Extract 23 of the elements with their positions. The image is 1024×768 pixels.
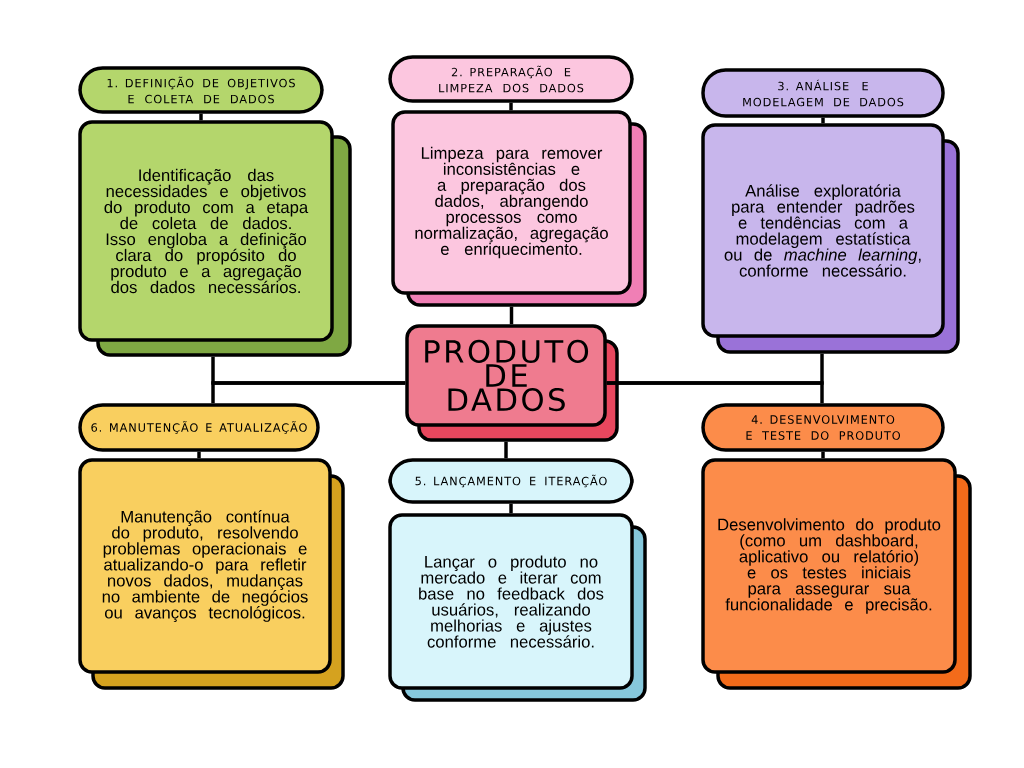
- description-card: Identificação das necessidades e objetivos do produto com a etapa de coleta de dados. Isso engloba a definição clara do propósito do produto e a agregação dos dados necessários.: [78, 120, 352, 357]
- connector-line: [821, 451, 825, 459]
- step-heading: 6. MANUTENÇÃO E ATUALIZAÇÃO: [78, 403, 320, 452]
- step-heading: 1. DEFINIÇÃO DE OBJETIVOS E COLETA DE DADOS: [78, 66, 324, 114]
- connector-line: [211, 381, 406, 404]
- description-card: Lançar o produto no mercado e iterar com base no feedback dos usuários, realizando melhorias e ajustes conforme necessário.: [388, 513, 647, 702]
- title-card: PRODUTO DE DADOS: [405, 324, 619, 442]
- connector-line: [821, 117, 825, 124]
- step-heading: 5. LANÇAMENTO E ITERAÇÃO: [388, 458, 634, 504]
- step-heading: 2. PREPARAÇÃO E LIMPEZA DOS DADOS: [388, 55, 634, 103]
- connector-line: [509, 503, 513, 514]
- connector-line: [504, 441, 508, 459]
- step-heading: 4. DESENVOLVIMENTO E TESTE DO PRODUTO: [701, 403, 945, 452]
- connector-line: [197, 451, 201, 459]
- connector-line: [509, 102, 513, 111]
- step-heading: 3. ANÁLISE E MODELAGEM DE DADOS: [701, 68, 945, 118]
- connector-line: [199, 113, 203, 121]
- description-card: Análise exploratória para entender padrões e tendências com a modelagem estatística ou de machine learning, conforme necessário.: [701, 123, 960, 354]
- connector-line: [509, 306, 514, 325]
- description-card: Limpeza para remover inconsistências e a preparação dos dados, abrangendo processos como normalização, agregação e enriquecimento.: [391, 110, 647, 307]
- connector-line: [606, 381, 824, 404]
- description-card: Manutenção contínua do produto, resolvendo problemas operacionais e atualizando-o para refletir novos dados, mudanças no ambiente de negócios ou avanços tecnológicos.: [78, 458, 345, 690]
- description-card: Desenvolvimento do produto (como um dashboard, aplicativo ou relatório) e os testes iniciais para assegurar sua funcionalidade e precisão.: [701, 458, 972, 690]
